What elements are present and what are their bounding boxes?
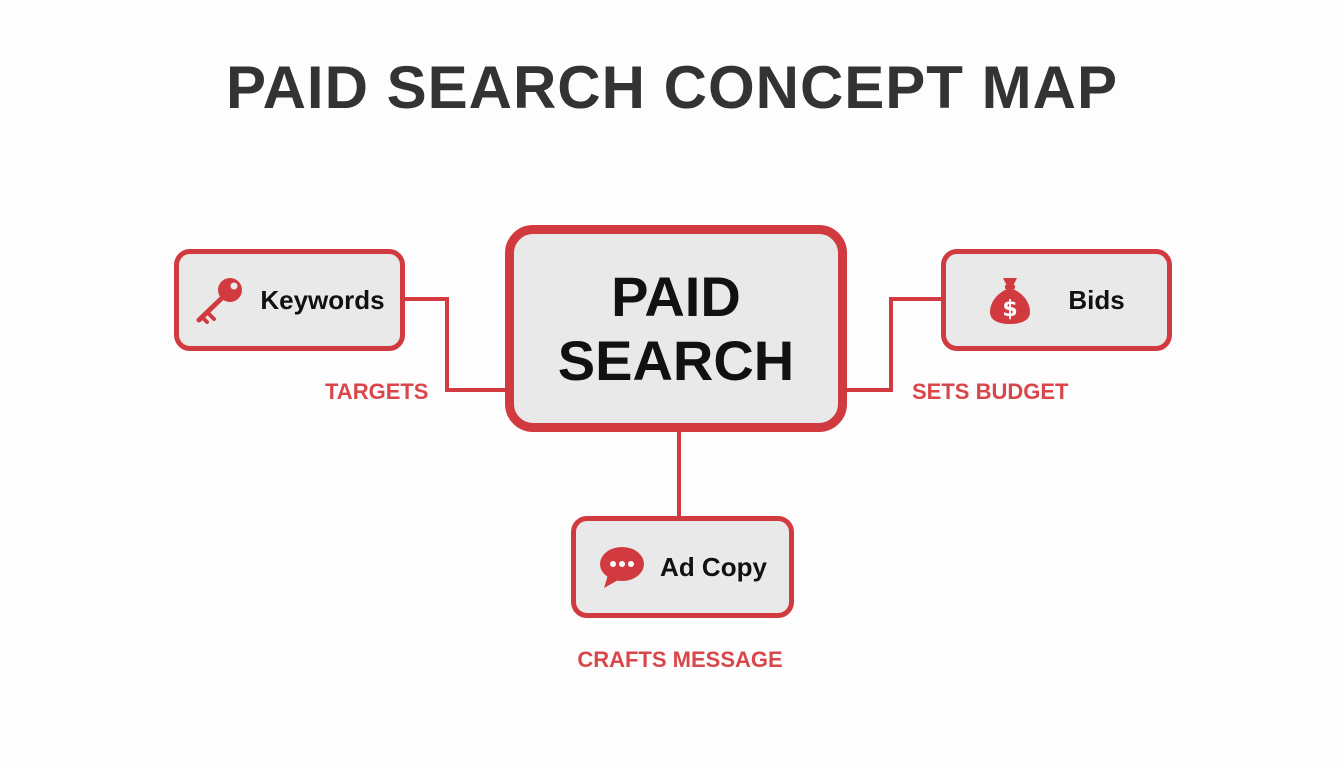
edge-label-targets: TARGETS [325, 379, 429, 404]
center-node-line2: SEARCH [557, 328, 795, 392]
node-keywords: Keywords [174, 249, 405, 351]
node-keywords-label: Keywords [260, 284, 385, 315]
svg-text:$: $ [1003, 297, 1018, 322]
key-icon [194, 275, 246, 325]
node-ad-copy: Ad Copy [571, 516, 794, 618]
center-node-line1: PAID [611, 264, 741, 328]
center-node-paid-search: PAID SEARCH [505, 225, 847, 432]
node-bids-label: Bids [1068, 284, 1125, 315]
chat-bubble-icon [598, 544, 646, 590]
node-bids: $ Bids [941, 249, 1172, 351]
edge-label-crafts-message: CRAFTS MESSAGE [577, 647, 783, 672]
connector-keywords [405, 297, 505, 392]
edge-label-sets-budget: SETS BUDGET [912, 379, 1069, 404]
connector-bids [847, 297, 941, 392]
money-bag-icon: $ [988, 274, 1032, 326]
node-ad-copy-label: Ad Copy [660, 551, 767, 582]
page-title: PAID SEARCH CONCEPT MAP [226, 54, 1118, 121]
